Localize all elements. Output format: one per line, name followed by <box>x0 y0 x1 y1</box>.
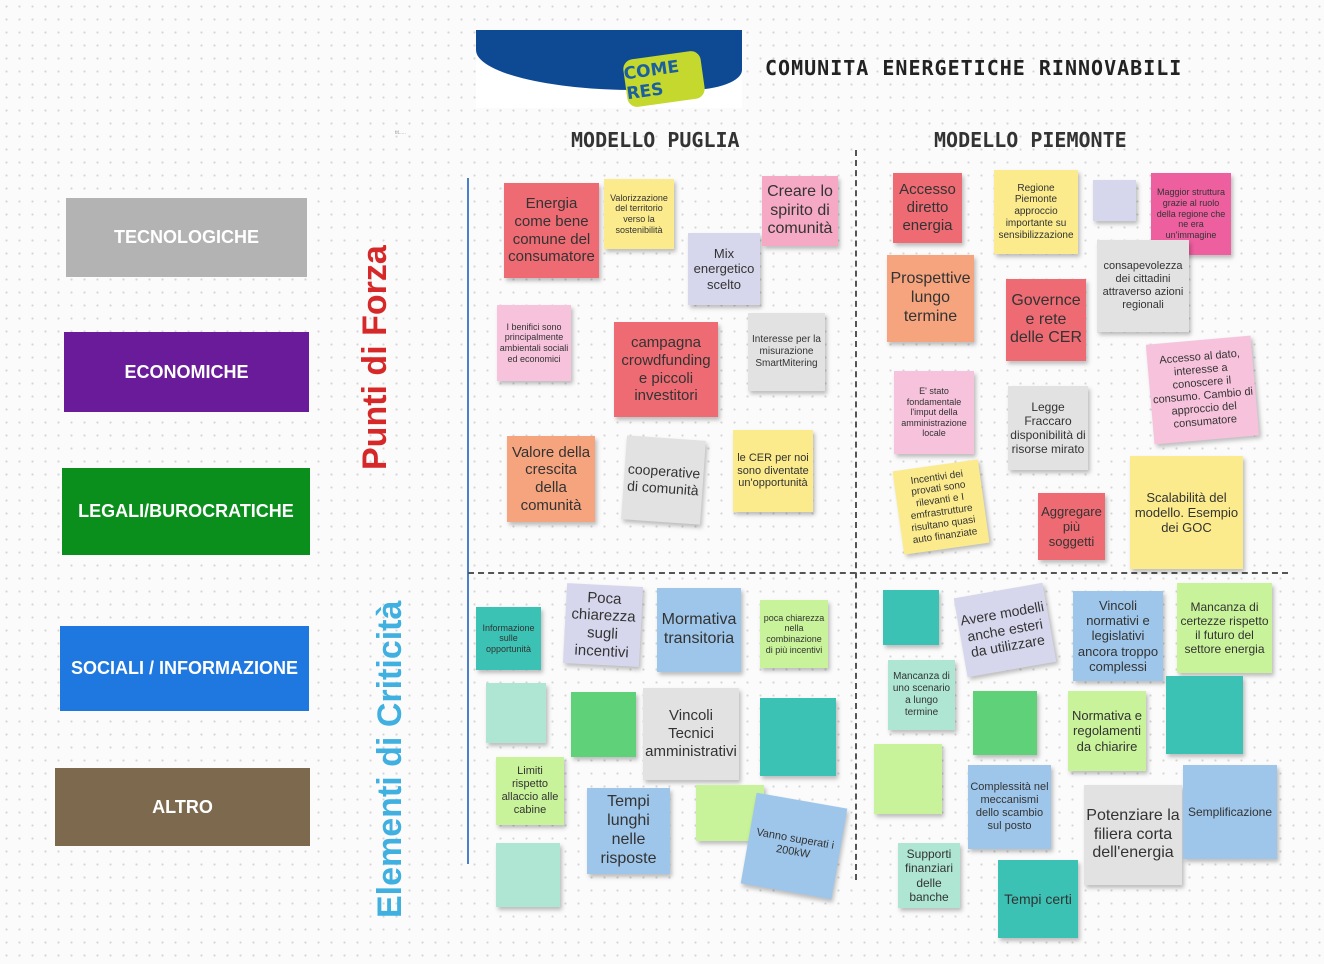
sticky-note[interactable]: le CER per noi sono diventate un'opportu… <box>733 430 813 512</box>
sticky-note[interactable]: Creare lo spirito di comunità <box>762 176 838 246</box>
sticky-note[interactable]: Limiti rispetto allaccio alle cabine <box>496 757 564 825</box>
sticky-note[interactable]: Scalabilità del modello. Esempio dei GOC <box>1130 456 1243 569</box>
sticky-note[interactable]: Incentivi dei provati sono rilevanti e I… <box>892 459 990 555</box>
sticky-note[interactable]: Accesso al dato, interesse a conoscere i… <box>1145 335 1260 445</box>
sticky-note[interactable]: Mancanza di certezze rispetto il futuro … <box>1177 583 1272 673</box>
sticky-note[interactable]: Tempi certi <box>998 860 1078 938</box>
sticky-note[interactable] <box>496 843 560 907</box>
sticky-note[interactable] <box>1093 180 1136 221</box>
category-tecnologiche[interactable]: TECNOLOGICHE <box>66 198 307 277</box>
category-economiche[interactable]: ECONOMICHE <box>64 332 309 412</box>
row-label-punti-di-forza: Punti di Forza <box>356 245 394 470</box>
category-label: LEGALI/BUROCRATICHE <box>78 501 294 521</box>
sticky-note[interactable] <box>973 691 1037 755</box>
horizontal-divider <box>468 572 1288 574</box>
sticky-note[interactable]: Tempi lunghi nelle risposte <box>587 788 670 874</box>
sticky-note[interactable]: Accesso diretto energia <box>893 173 962 243</box>
sticky-note[interactable]: cooperative di comunità <box>621 435 706 525</box>
sticky-note[interactable]: Regione Piemonte approccio importante su… <box>994 170 1078 254</box>
sticky-note[interactable]: Semplificazione <box>1183 765 1277 859</box>
sticky-note[interactable]: Valorizzazione del territorio verso la s… <box>604 179 674 249</box>
category-altro[interactable]: ALTRO <box>55 768 310 846</box>
sticky-note[interactable]: Mormativa transitoria <box>657 588 741 672</box>
row-label-elementi-di-criticita: Elementi di Criticità <box>371 600 409 918</box>
sticky-note[interactable]: Aggregare più soggetti <box>1038 493 1105 560</box>
sticky-note[interactable]: Interesse per la misurazione SmartMiteri… <box>748 313 825 391</box>
sticky-note[interactable]: Poca chiarezza sugli incentivi <box>562 583 644 667</box>
category-label: ECONOMICHE <box>124 361 249 382</box>
sticky-note[interactable]: Mancanza di uno scenario a lungo termine <box>888 660 955 730</box>
sticky-note[interactable]: Prospettive lungo termine <box>887 255 974 342</box>
sticky-note[interactable]: Informazione sulle opportunità <box>476 607 541 670</box>
sticky-note[interactable]: Legge Fraccaro disponibilità di risorse … <box>1008 386 1088 470</box>
sticky-note[interactable]: E' stato fondamentale l'imput della ammi… <box>894 371 974 454</box>
column-divider <box>855 150 857 880</box>
sticky-note[interactable] <box>486 683 546 743</box>
tiny-label: tit..... <box>395 130 406 136</box>
column-title-puglia: MODELLO PUGLIA <box>571 128 740 152</box>
column-title-piemonte: MODELLO PIEMONTE <box>934 128 1127 152</box>
sticky-note[interactable]: Potenziare la filiera corta dell'energia <box>1084 785 1182 885</box>
sticky-note[interactable] <box>883 590 939 645</box>
sticky-note[interactable]: Vincoli Tecnici amministrativi <box>643 688 739 780</box>
sticky-note[interactable]: Mix energetico scelto <box>688 233 760 305</box>
category-legali[interactable]: LEGALI/BUROCRATICHE <box>62 468 310 555</box>
page-title: COMUNITA ENERGETICHE RINNOVABILI <box>765 56 1183 80</box>
sticky-note[interactable]: I benifici sono principalmente ambiental… <box>497 305 571 381</box>
sticky-note[interactable] <box>760 698 836 776</box>
sticky-note[interactable]: Governce e rete delle CER <box>1006 279 1086 361</box>
sticky-note[interactable]: Vanno superati i 200kW <box>740 792 848 900</box>
sticky-note[interactable]: Energia come bene comune del consumatore <box>504 183 599 278</box>
category-label: TECNOLOGICHE <box>113 227 259 247</box>
sticky-note[interactable]: consapevolezza dei cittadini attraverso … <box>1097 240 1189 332</box>
category-sociali[interactable]: SOCIALI / INFORMAZIONE <box>60 626 309 711</box>
category-label: SOCIALI / INFORMAZIONE <box>71 658 298 678</box>
sticky-note[interactable]: campagna crowdfunding e piccoli investit… <box>614 322 718 417</box>
sticky-note[interactable]: Vincoli normativi e legislativi ancora t… <box>1073 591 1163 681</box>
sticky-note[interactable]: Normativa e regolamenti da chiarire <box>1068 691 1146 771</box>
sticky-note[interactable]: Supporti finanziari delle banche <box>898 843 960 908</box>
sticky-note[interactable]: Valore della crescita della comunità <box>507 436 595 522</box>
vertical-axis <box>467 178 469 864</box>
sticky-note[interactable]: Avere modelli anche esteri da utilizzare <box>953 582 1057 678</box>
sticky-note[interactable] <box>1166 676 1243 754</box>
sticky-note[interactable] <box>571 692 636 757</box>
sticky-note[interactable]: Complessità nel meccanismi dello scambio… <box>968 765 1051 849</box>
category-label: ALTRO <box>152 796 213 817</box>
sticky-note[interactable] <box>874 744 942 814</box>
sticky-note[interactable]: poca chiarezza nella combinazione di più… <box>760 600 828 668</box>
